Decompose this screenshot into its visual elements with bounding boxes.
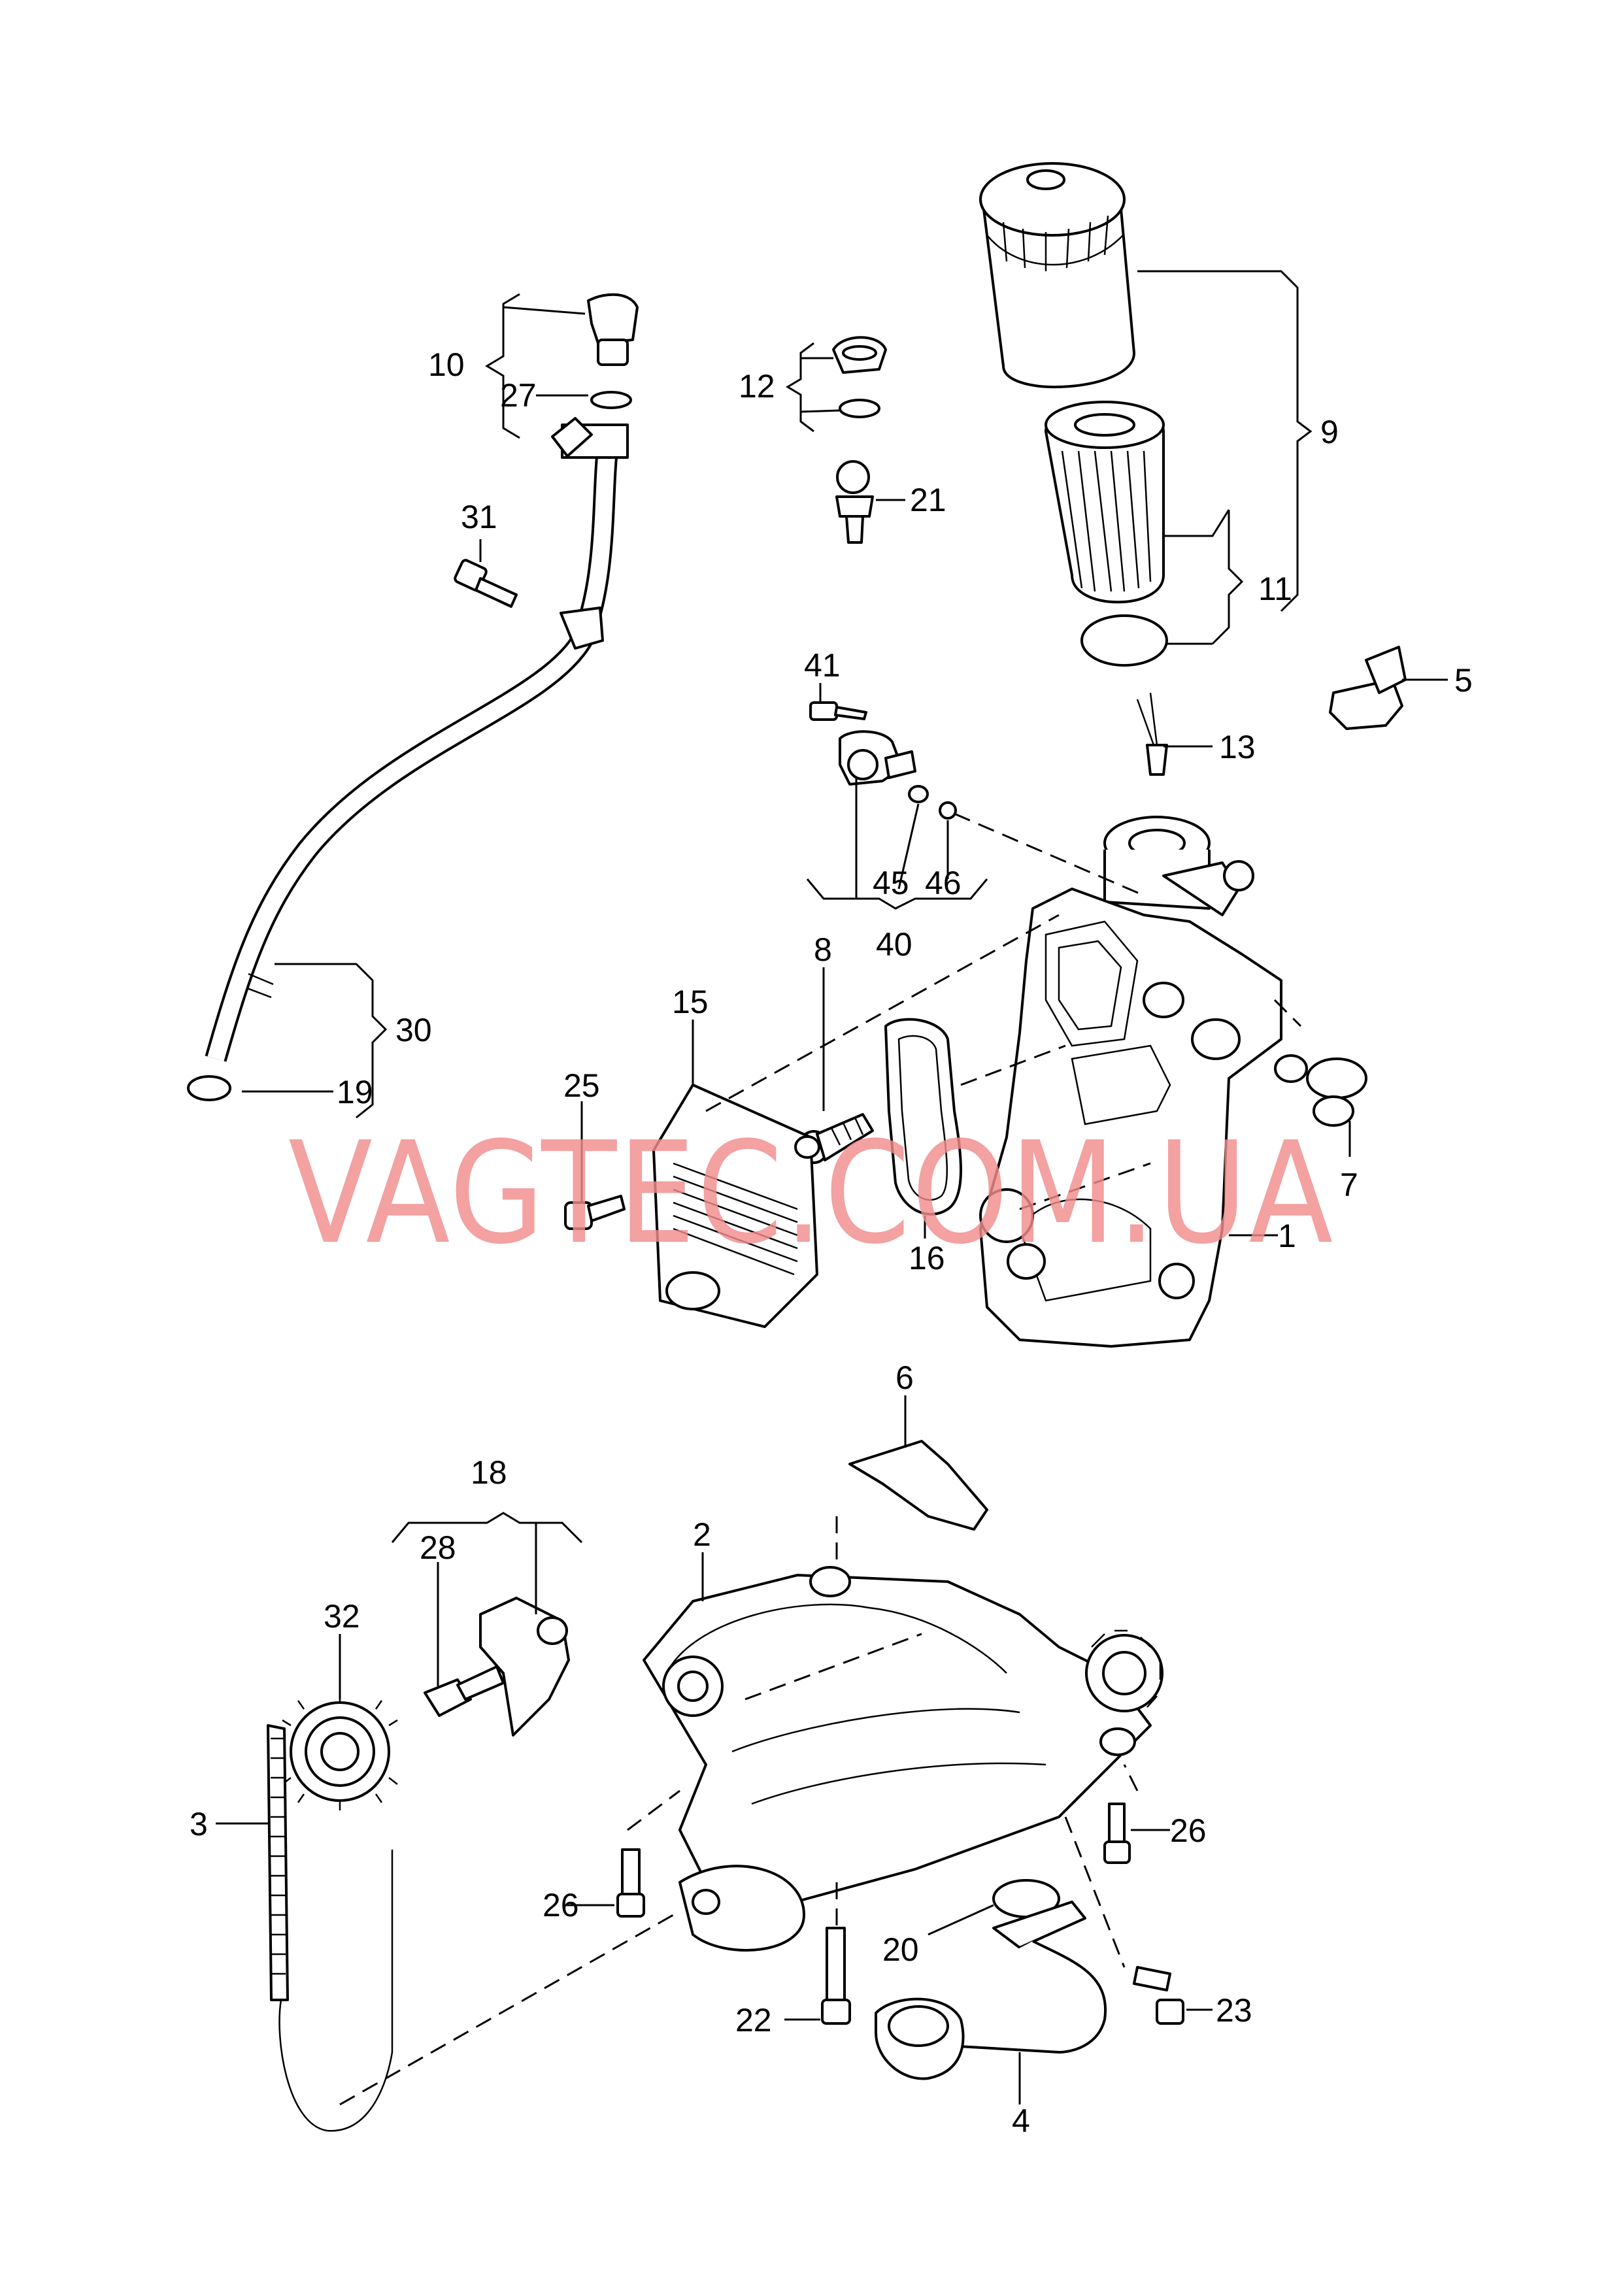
label-22: 22 bbox=[735, 2002, 772, 2038]
label-32: 32 bbox=[324, 1598, 360, 1635]
label-27: 27 bbox=[500, 377, 537, 414]
bolt-22 bbox=[821, 1927, 851, 2025]
dipstick-handle bbox=[587, 293, 639, 409]
label-4: 4 bbox=[1012, 2103, 1030, 2139]
label-21: 21 bbox=[910, 482, 946, 518]
bolt-26-left bbox=[616, 1848, 645, 1918]
label-28: 28 bbox=[420, 1529, 456, 1566]
label-19: 19 bbox=[337, 1074, 373, 1110]
sprocket-32 bbox=[282, 1693, 398, 1810]
bolt-31 bbox=[454, 559, 518, 608]
bolt-23 bbox=[1133, 1966, 1184, 2025]
label-26-right: 26 bbox=[1170, 1812, 1207, 1849]
label-20: 20 bbox=[882, 1931, 919, 1968]
sensor-21 bbox=[835, 460, 874, 544]
label-11: 11 bbox=[1258, 571, 1292, 607]
label-3: 3 bbox=[190, 1806, 208, 1842]
label-26-left: 26 bbox=[543, 1887, 579, 1923]
baffle-6 bbox=[848, 1440, 988, 1531]
label-15: 15 bbox=[672, 984, 709, 1020]
label-5: 5 bbox=[1454, 662, 1473, 699]
label-7: 7 bbox=[1340, 1167, 1358, 1203]
label-2: 2 bbox=[693, 1516, 711, 1553]
drain-plug-12 bbox=[832, 336, 887, 418]
label-30: 30 bbox=[395, 1012, 432, 1048]
drive-chain-3 bbox=[267, 1724, 393, 2132]
label-6: 6 bbox=[895, 1359, 914, 1396]
dipstick-tube bbox=[205, 417, 629, 1062]
assembly-lines bbox=[339, 812, 1302, 2106]
bolt-26-right bbox=[1103, 1803, 1131, 1864]
label-41: 41 bbox=[804, 647, 841, 684]
bolt-25 bbox=[564, 1195, 626, 1230]
clip-5 bbox=[1329, 646, 1407, 730]
watermark: VAGTEC.COM.UA bbox=[288, 1111, 1334, 1275]
label-46: 46 bbox=[925, 865, 962, 901]
label-45: 45 bbox=[873, 865, 909, 901]
label-12: 12 bbox=[739, 368, 775, 405]
seal-7 bbox=[1274, 1054, 1367, 1127]
label-23: 23 bbox=[1216, 1992, 1252, 2029]
leader-lines bbox=[216, 270, 1448, 2105]
label-18: 18 bbox=[471, 1454, 507, 1491]
label-31: 31 bbox=[461, 499, 497, 535]
label-25: 25 bbox=[563, 1067, 600, 1104]
valve-40 bbox=[809, 701, 957, 820]
label-9: 9 bbox=[1320, 414, 1339, 450]
label-40: 40 bbox=[876, 926, 912, 963]
oil-filter-bracket bbox=[979, 816, 1282, 1348]
label-13: 13 bbox=[1219, 729, 1256, 765]
oil-filter-element bbox=[1045, 401, 1165, 604]
o-ring-11 bbox=[1080, 614, 1168, 667]
gasket-16 bbox=[884, 1018, 962, 1216]
oil-pickup-4 bbox=[875, 1901, 1107, 2080]
o-ring-19 bbox=[187, 1075, 231, 1101]
oil-filter-housing-cap bbox=[979, 162, 1135, 388]
label-1: 1 bbox=[1278, 1218, 1296, 1254]
oil-pump-2 bbox=[643, 1566, 1163, 1952]
sensor-13 bbox=[1136, 692, 1168, 776]
label-16: 16 bbox=[909, 1240, 945, 1276]
label-8: 8 bbox=[814, 931, 832, 968]
chain-tensioner-18 bbox=[424, 1597, 570, 1737]
part-number-labels: 10 27 31 12 21 9 11 5 13 41 45 46 40 8 1… bbox=[190, 346, 1473, 2139]
label-10: 10 bbox=[428, 346, 465, 383]
